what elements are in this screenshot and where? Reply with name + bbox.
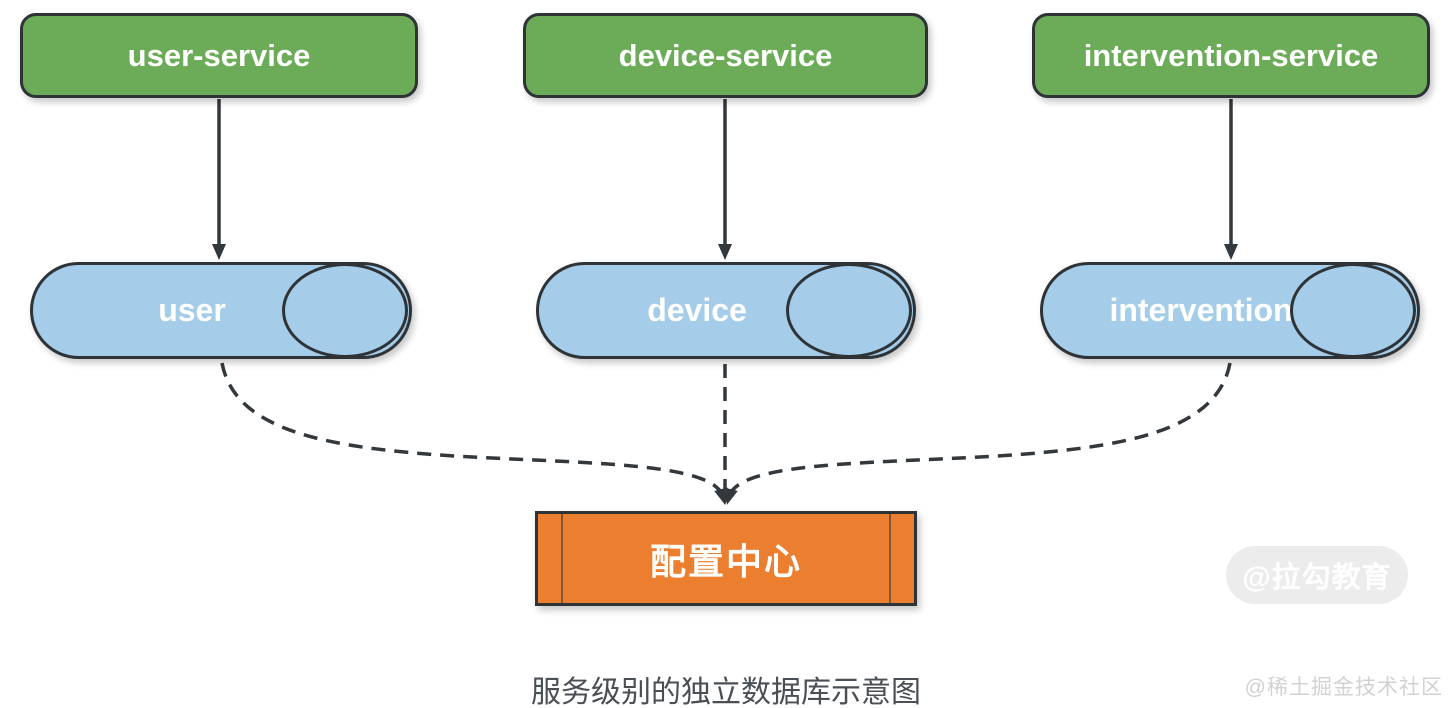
node-device-database: device [536, 262, 916, 359]
arrow-user-db-to-config-center [220, 362, 728, 505]
node-device-database-label: device [647, 292, 747, 328]
cylinder-endcap [1290, 263, 1416, 358]
node-intervention-database-label: intervention [1109, 292, 1293, 328]
node-intervention-service-label: intervention-service [1083, 37, 1379, 73]
cylinder-endcap [282, 263, 408, 358]
arrow-intervention-db-to-config-center [724, 362, 1232, 505]
node-intervention-service: intervention-service [1032, 13, 1430, 98]
node-config-center-label: 配置中心 [649, 540, 802, 582]
node-user-service: user-service [20, 13, 418, 98]
config-center-left-rule [561, 514, 563, 603]
cylinder-endcap [786, 263, 912, 358]
config-center-right-rule [889, 514, 891, 603]
node-config-center: 配置中心 [535, 511, 917, 606]
node-user-service-label: user-service [127, 37, 311, 73]
watermark-footer: @稀土掘金技术社区 [1244, 676, 1443, 699]
node-device-service-label: device-service [618, 37, 833, 73]
node-device-service: device-service [523, 13, 928, 98]
node-intervention-database: intervention [1040, 262, 1420, 359]
diagram-caption: 服务级别的独立数据库示意图 [531, 676, 921, 708]
node-user-database-label: user [158, 292, 226, 328]
node-user-database: user [30, 262, 412, 359]
watermark-badge: @拉勾教育 [1226, 546, 1408, 604]
watermark-badge-label: @拉勾教育 [1242, 562, 1392, 594]
